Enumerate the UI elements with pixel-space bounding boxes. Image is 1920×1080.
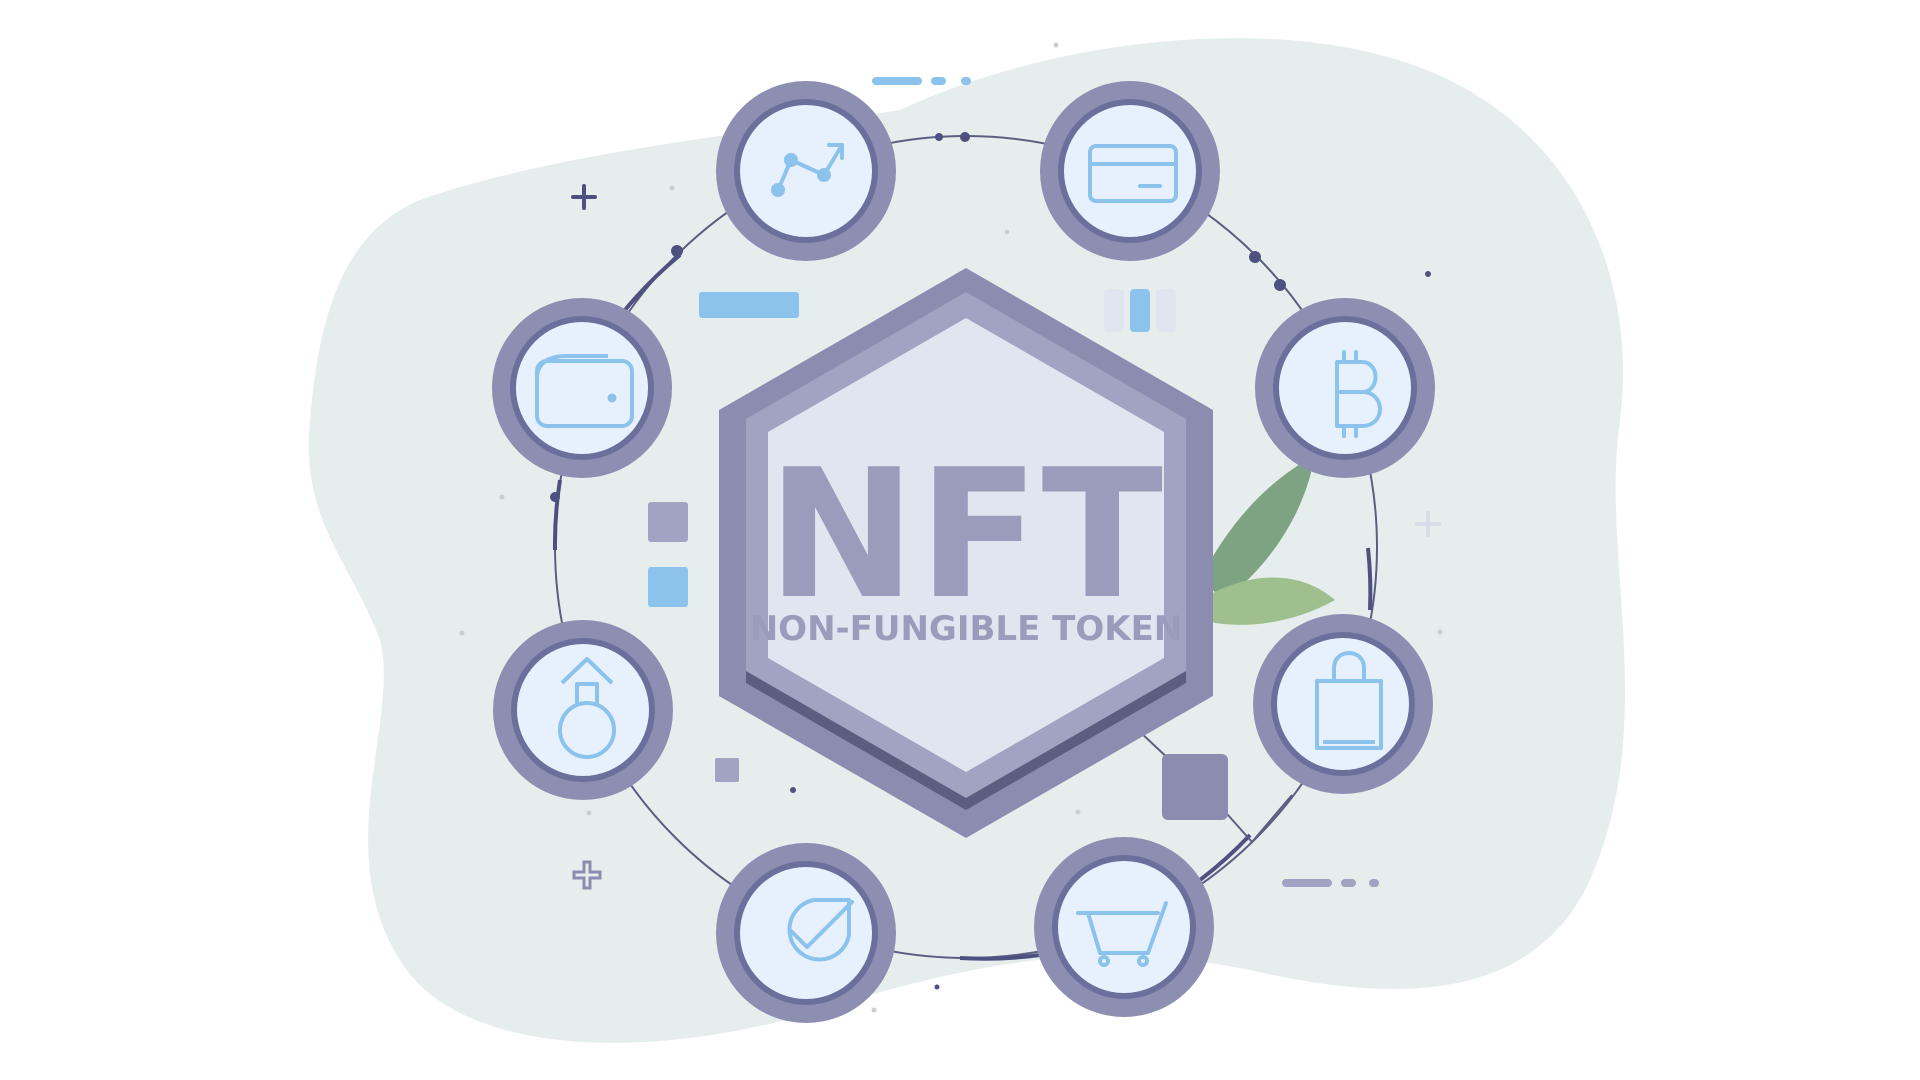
deco-bars [1104,289,1176,332]
node-face [1058,861,1190,993]
wallet-icon [535,354,634,428]
plus-faint-icon [1415,511,1441,537]
decorative-dots [459,42,1443,1013]
plus-outline-icon [572,860,602,890]
orbit-nodes [550,132,1286,502]
deco-rect-blue [699,292,799,318]
plus-icon [571,184,597,210]
deco-square-purple [648,502,688,542]
deco-square-small [715,758,739,782]
shopping-bag-icon [1315,651,1383,750]
nft-title: NFT [767,431,1165,638]
check-badge-icon [787,898,854,962]
deco-square-blue [648,567,688,607]
node-face [740,867,872,999]
node-ring-group [492,81,1435,1023]
node-face [516,322,648,454]
node-ring [493,620,673,800]
chip-icon [1137,729,1293,843]
node-face [1279,322,1411,454]
node-ring [716,843,896,1023]
node-ring [1253,614,1433,794]
node-face [1064,105,1196,237]
nft-subtitle: NON-FUNGIBLE TOKEN [750,609,1183,649]
leaf-light [1200,577,1335,625]
hex-inner [768,318,1164,772]
bitcoin-icon [1335,350,1382,438]
node-ring [1040,81,1220,261]
leaf-dark [1200,455,1315,600]
dark-dots [790,271,1431,990]
shopping-cart-icon [1076,901,1168,967]
node-ring [716,81,896,261]
node-ring [1034,837,1214,1017]
credit-card-icon [1088,144,1178,203]
nft-badge: NFT NON-FUNGIBLE TOKEN [719,268,1213,838]
node-face [517,644,649,776]
node-face [1277,638,1409,770]
chart-trend-icon [771,143,844,197]
node-ring [1255,298,1435,478]
node-face [740,105,872,237]
money-bag-up-icon [558,657,616,759]
node-ring [492,298,672,478]
